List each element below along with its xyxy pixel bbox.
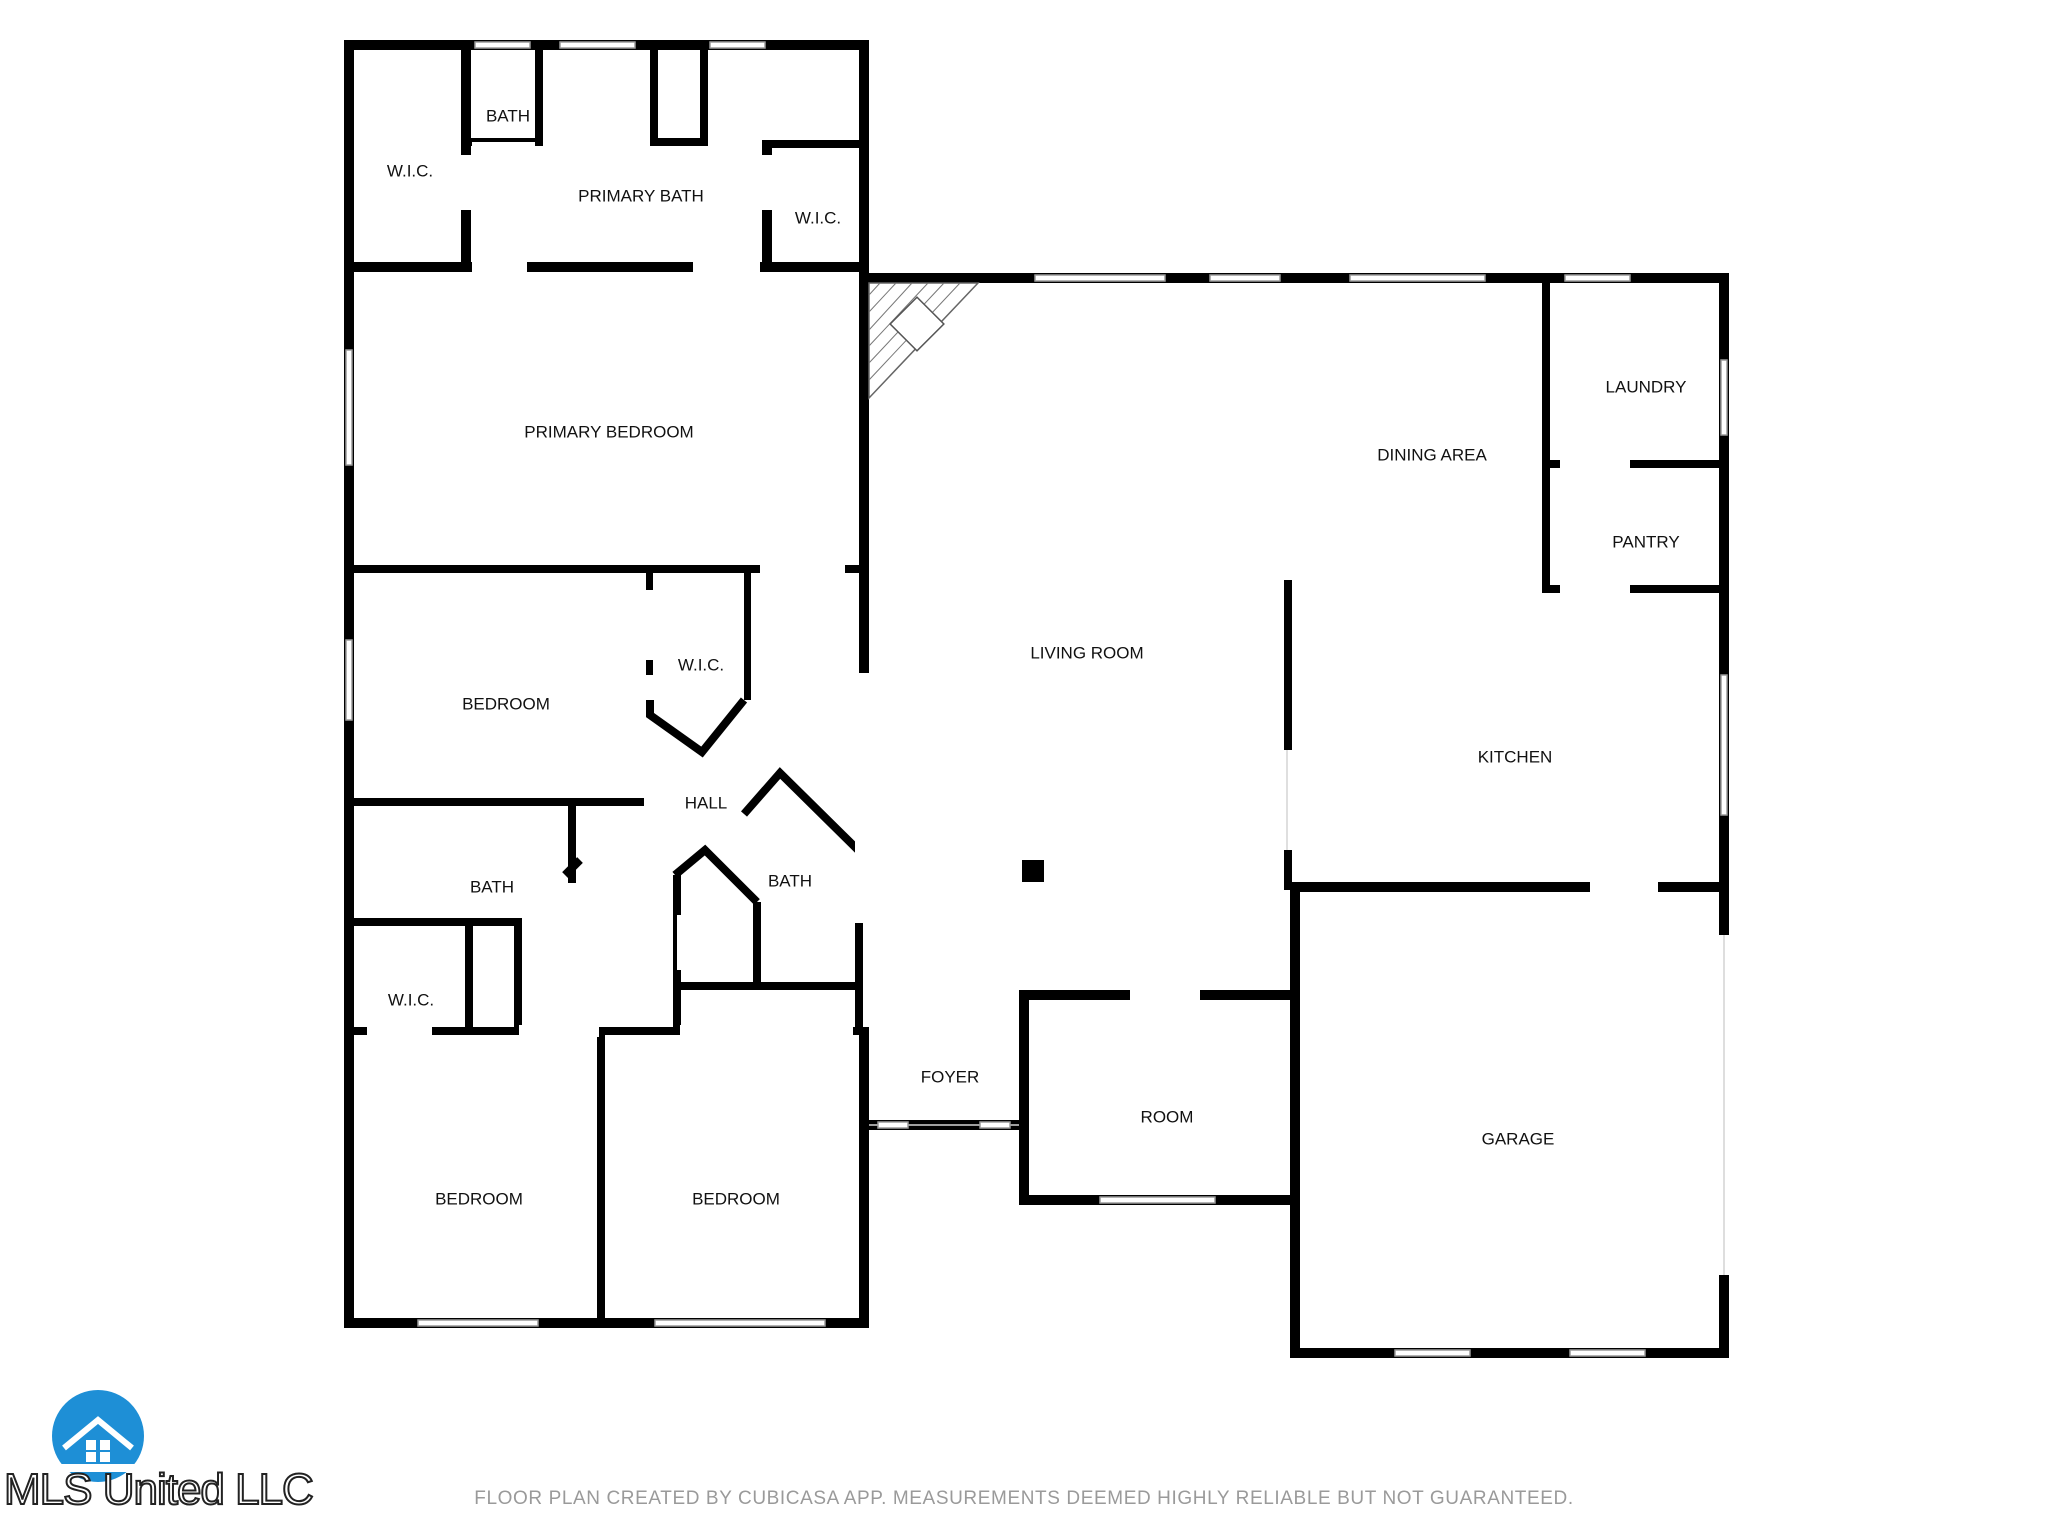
windows bbox=[345, 41, 1728, 1357]
wall bbox=[465, 918, 473, 1033]
room-label-bath: BATH bbox=[486, 106, 530, 125]
room-label-wic: W.I.C. bbox=[387, 161, 433, 180]
room-label-bedroom: BEDROOM bbox=[692, 1189, 780, 1208]
wall bbox=[859, 40, 869, 680]
window bbox=[877, 1121, 909, 1129]
wall bbox=[744, 565, 751, 700]
window bbox=[559, 41, 636, 49]
room-label-primary-bedroom: PRIMARY BEDROOM bbox=[524, 422, 693, 441]
wall bbox=[859, 1035, 869, 1328]
wall bbox=[344, 798, 644, 806]
wall bbox=[1542, 585, 1722, 593]
wall bbox=[1542, 460, 1722, 468]
room-labels: W.I.C. BATH PRIMARY BATH W.I.C. PRIMARY … bbox=[387, 106, 1687, 1208]
wall bbox=[568, 798, 576, 883]
wall bbox=[535, 40, 543, 145]
window bbox=[1720, 674, 1728, 816]
room-label-bedroom: BEDROOM bbox=[435, 1189, 523, 1208]
window bbox=[1394, 1349, 1471, 1357]
wall bbox=[1019, 990, 1029, 1205]
window bbox=[1034, 274, 1166, 282]
wall bbox=[344, 1027, 869, 1035]
room-label-bedroom: BEDROOM bbox=[462, 694, 550, 713]
window bbox=[709, 41, 766, 49]
wall bbox=[855, 848, 863, 1033]
room-label-primary-bath: PRIMARY BATH bbox=[578, 186, 704, 205]
house-in-circle-icon bbox=[52, 1390, 144, 1482]
room-label-garage: GARAGE bbox=[1482, 1129, 1555, 1148]
room-label-laundry: LAUNDRY bbox=[1606, 377, 1687, 396]
room-label-bath: BATH bbox=[768, 871, 812, 890]
window bbox=[417, 1319, 539, 1327]
window bbox=[1720, 359, 1728, 436]
wall bbox=[646, 697, 748, 758]
wall bbox=[1290, 890, 1300, 1358]
window bbox=[1209, 274, 1281, 282]
window bbox=[1349, 274, 1486, 282]
window bbox=[979, 1121, 1011, 1129]
window bbox=[474, 41, 531, 49]
room-label-dining-area: DINING AREA bbox=[1377, 445, 1487, 464]
window bbox=[1099, 1196, 1216, 1204]
room-label-pantry: PANTRY bbox=[1612, 532, 1679, 551]
room-label-wic: W.I.C. bbox=[678, 655, 724, 674]
window bbox=[654, 1319, 826, 1327]
wall bbox=[672, 844, 760, 905]
room-label-room: ROOM bbox=[1141, 1107, 1194, 1126]
wall bbox=[344, 262, 869, 272]
wall bbox=[650, 138, 708, 146]
room-label-living-room: LIVING ROOM bbox=[1030, 643, 1143, 662]
room-label-wic: W.I.C. bbox=[388, 990, 434, 1009]
wall bbox=[859, 273, 1729, 283]
wall bbox=[673, 982, 863, 990]
wall bbox=[1290, 882, 1729, 892]
wall bbox=[344, 1318, 869, 1328]
room-label-hall: HALL bbox=[685, 793, 728, 812]
wall bbox=[1284, 580, 1292, 890]
wall bbox=[650, 40, 658, 145]
wall bbox=[762, 140, 869, 148]
window bbox=[1569, 1349, 1646, 1357]
footer-disclaimer: FLOOR PLAN CREATED BY CUBICASA APP. MEAS… bbox=[474, 1488, 1574, 1509]
wall bbox=[562, 857, 583, 878]
watermark: MLS United LLC bbox=[3, 1464, 315, 1515]
wall bbox=[700, 40, 708, 145]
room-label-wic: W.I.C. bbox=[795, 208, 841, 227]
wall bbox=[344, 918, 519, 926]
room-label-kitchen: KITCHEN bbox=[1478, 747, 1553, 766]
door-openings bbox=[367, 142, 1732, 1275]
wall bbox=[597, 1027, 605, 1322]
room-label-bath: BATH bbox=[470, 877, 514, 896]
wall bbox=[753, 902, 761, 987]
wall bbox=[514, 918, 522, 1033]
column bbox=[1022, 860, 1044, 882]
walls bbox=[344, 40, 1729, 1358]
window bbox=[345, 639, 353, 721]
wall bbox=[344, 565, 869, 573]
wall bbox=[1290, 1348, 1729, 1358]
wall bbox=[740, 767, 861, 853]
wall bbox=[1542, 273, 1550, 593]
window bbox=[1564, 274, 1631, 282]
fireplace bbox=[868, 282, 980, 400]
room-label-foyer: FOYER bbox=[921, 1067, 980, 1086]
window bbox=[345, 349, 353, 466]
